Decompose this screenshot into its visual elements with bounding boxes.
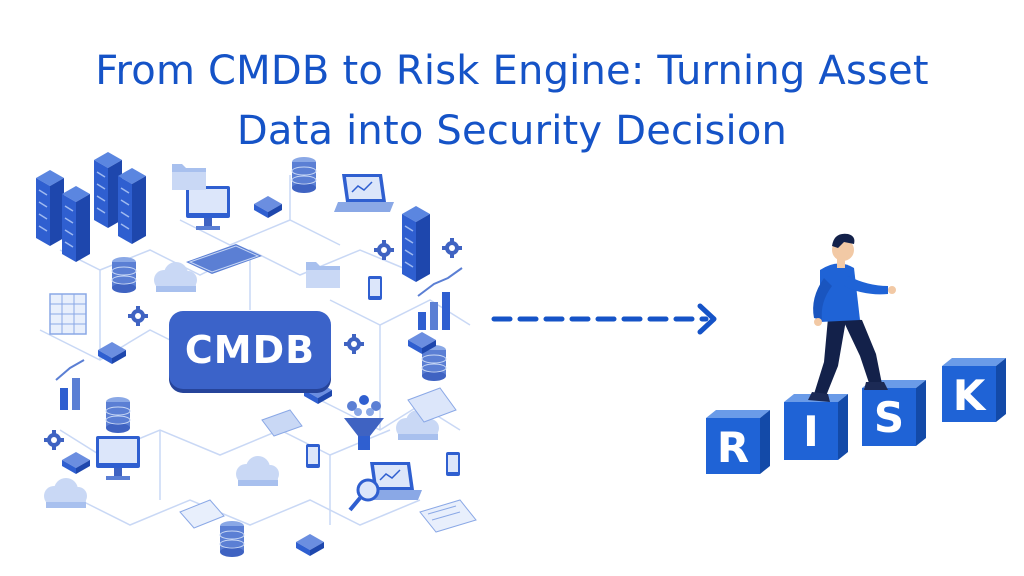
bar-chart-icon [55,267,463,410]
cmdb-badge: CMDB [169,311,331,389]
document-icon [179,387,477,533]
risk-letter-k: K [953,371,987,420]
funnel-icon [344,395,384,450]
keyboard-icon [186,244,262,274]
title-line-1: From CMDB to Risk Engine: Turning Asset [95,47,929,94]
person-climbing-icon [808,233,896,402]
risk-blocks: R I S K [706,358,1006,474]
spreadsheet-icon [49,293,87,335]
risk-cube-s: S [862,380,926,446]
risk-cube-r: R [706,410,770,474]
risk-letter-s: S [874,393,904,442]
cmdb-label: CMDB [184,328,316,372]
arrow-icon [491,303,717,335]
page-title: From CMDB to Risk Engine: Turning Asset … [0,41,1024,161]
title-line-2: Data into Security Decision [236,107,788,154]
risk-letter-i: I [803,407,819,456]
risk-cube-k: K [942,358,1006,422]
search-icon [348,478,380,512]
risk-letter-r: R [717,423,749,472]
risk-cube-i: I [784,394,848,460]
